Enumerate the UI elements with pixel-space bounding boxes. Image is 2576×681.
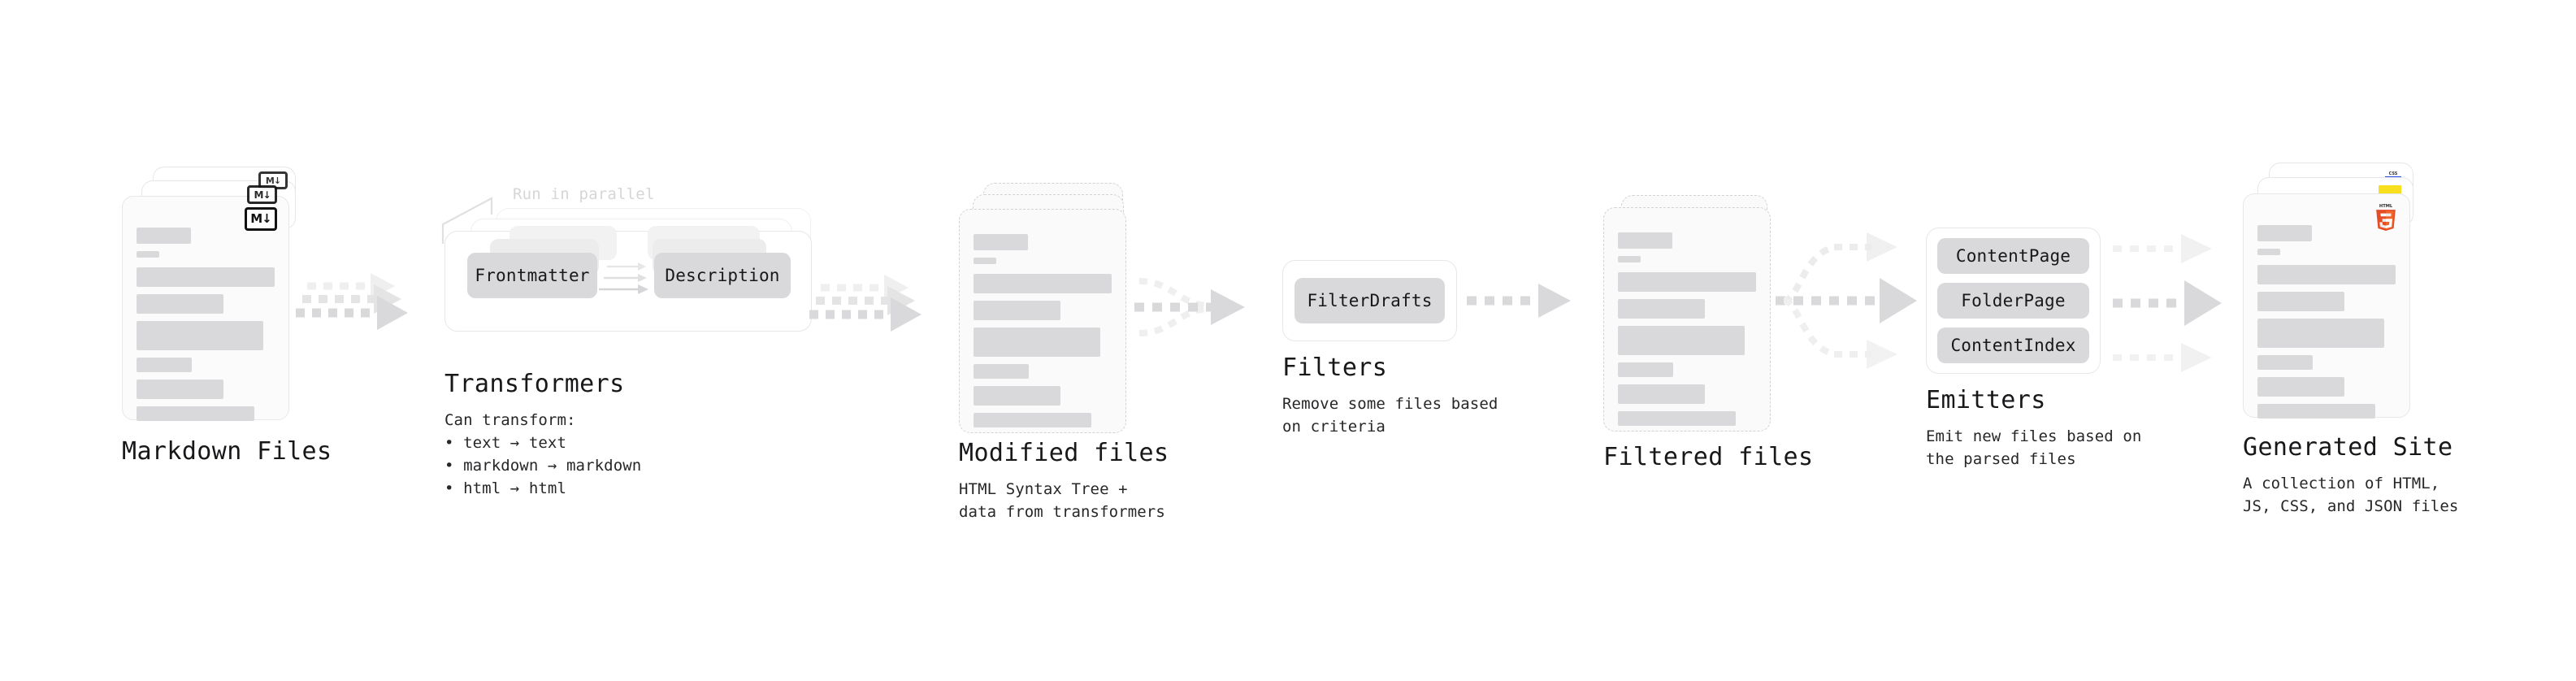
markdown-icon-back: M↓ <box>258 171 288 189</box>
emitters-subtitle: Emit new files based on the parsed files <box>1926 427 2142 468</box>
markdown-skeleton <box>137 228 275 428</box>
stage-emitters: ContentPage FolderPage ContentIndex Emit… <box>1926 228 2141 471</box>
filtered-files-title: Filtered files <box>1603 443 1814 471</box>
description-chip[interactable]: Description <box>654 253 791 298</box>
filter-drafts-chip-label: FilterDrafts <box>1307 291 1433 310</box>
content-index-chip-label: ContentIndex <box>1950 336 2076 355</box>
content-page-chip[interactable]: ContentPage <box>1937 238 2089 274</box>
html5-icon: HTML <box>2376 204 2396 231</box>
filtered-card-front <box>1603 207 1771 432</box>
generated-card-front: HTML <box>2243 193 2410 419</box>
description-chip-label: Description <box>665 266 780 285</box>
filters-subtitle: Remove some files based on criteria <box>1282 394 1498 436</box>
content-page-chip-label: ContentPage <box>1955 246 2071 266</box>
markdown-card-stack: M↓ M↓ M↓ <box>122 167 297 427</box>
modified-skeleton <box>974 234 1112 435</box>
markdown-card-front: M↓ <box>122 196 289 421</box>
filtered-skeleton <box>1618 232 1756 433</box>
folder-page-chip[interactable]: FolderPage <box>1937 283 2089 319</box>
modified-files-title: Modified files <box>959 439 1169 467</box>
emitters-title: Emitters <box>1926 386 2046 414</box>
frontmatter-chip-label: Frontmatter <box>475 266 590 285</box>
frontmatter-chip[interactable]: Frontmatter <box>467 253 597 298</box>
modified-card-front <box>959 209 1126 433</box>
folder-page-chip-label: FolderPage <box>1961 291 2066 310</box>
markdown-icon: M↓ <box>245 207 277 231</box>
stage-transformers: Run in parallel Frontmatter Descri <box>441 185 818 500</box>
stage-generated-site: CSS HTML <box>2243 163 2458 518</box>
transformers-title: Transformers <box>445 370 625 398</box>
generated-site-title: Generated Site <box>2243 433 2453 462</box>
arrow-transformers-to-modified <box>809 275 922 332</box>
run-in-parallel-label: Run in parallel <box>513 185 655 203</box>
generated-site-subtitle: A collection of HTML, JS, CSS, and JSON … <box>2243 474 2459 515</box>
transformers-subtitle: Can transform: • text → text • markdown … <box>445 410 642 497</box>
modified-files-subtitle: HTML Syntax Tree + data from transformer… <box>959 479 1165 521</box>
generated-card-stack: CSS HTML <box>2243 163 2430 423</box>
stage-filters: FilterDrafts Filters Remove some files b… <box>1282 260 1498 438</box>
stage-markdown-files: M↓ M↓ M↓ Markdown Files <box>122 167 332 466</box>
content-index-chip[interactable]: ContentIndex <box>1937 327 2089 363</box>
transformers-box-stack: Run in parallel Frontmatter Descri <box>441 185 818 362</box>
generated-skeleton <box>2257 225 2396 426</box>
filters-title: Filters <box>1282 354 1388 382</box>
emitters-box: ContentPage FolderPage ContentIndex <box>1926 228 2101 374</box>
markdown-files-title: Markdown Files <box>122 437 332 466</box>
filter-drafts-chip[interactable]: FilterDrafts <box>1295 278 1445 323</box>
stage-filtered-files: Filtered files <box>1603 195 1813 472</box>
filters-box: FilterDrafts <box>1282 260 1457 341</box>
modified-card-stack <box>959 183 1134 433</box>
markdown-icon-mid: M↓ <box>247 185 277 204</box>
filtered-card-stack <box>1603 195 1778 432</box>
stage-modified-files: Modified files HTML Syntax Tree + data f… <box>959 183 1169 523</box>
svg-text:HTML: HTML <box>2379 204 2393 209</box>
